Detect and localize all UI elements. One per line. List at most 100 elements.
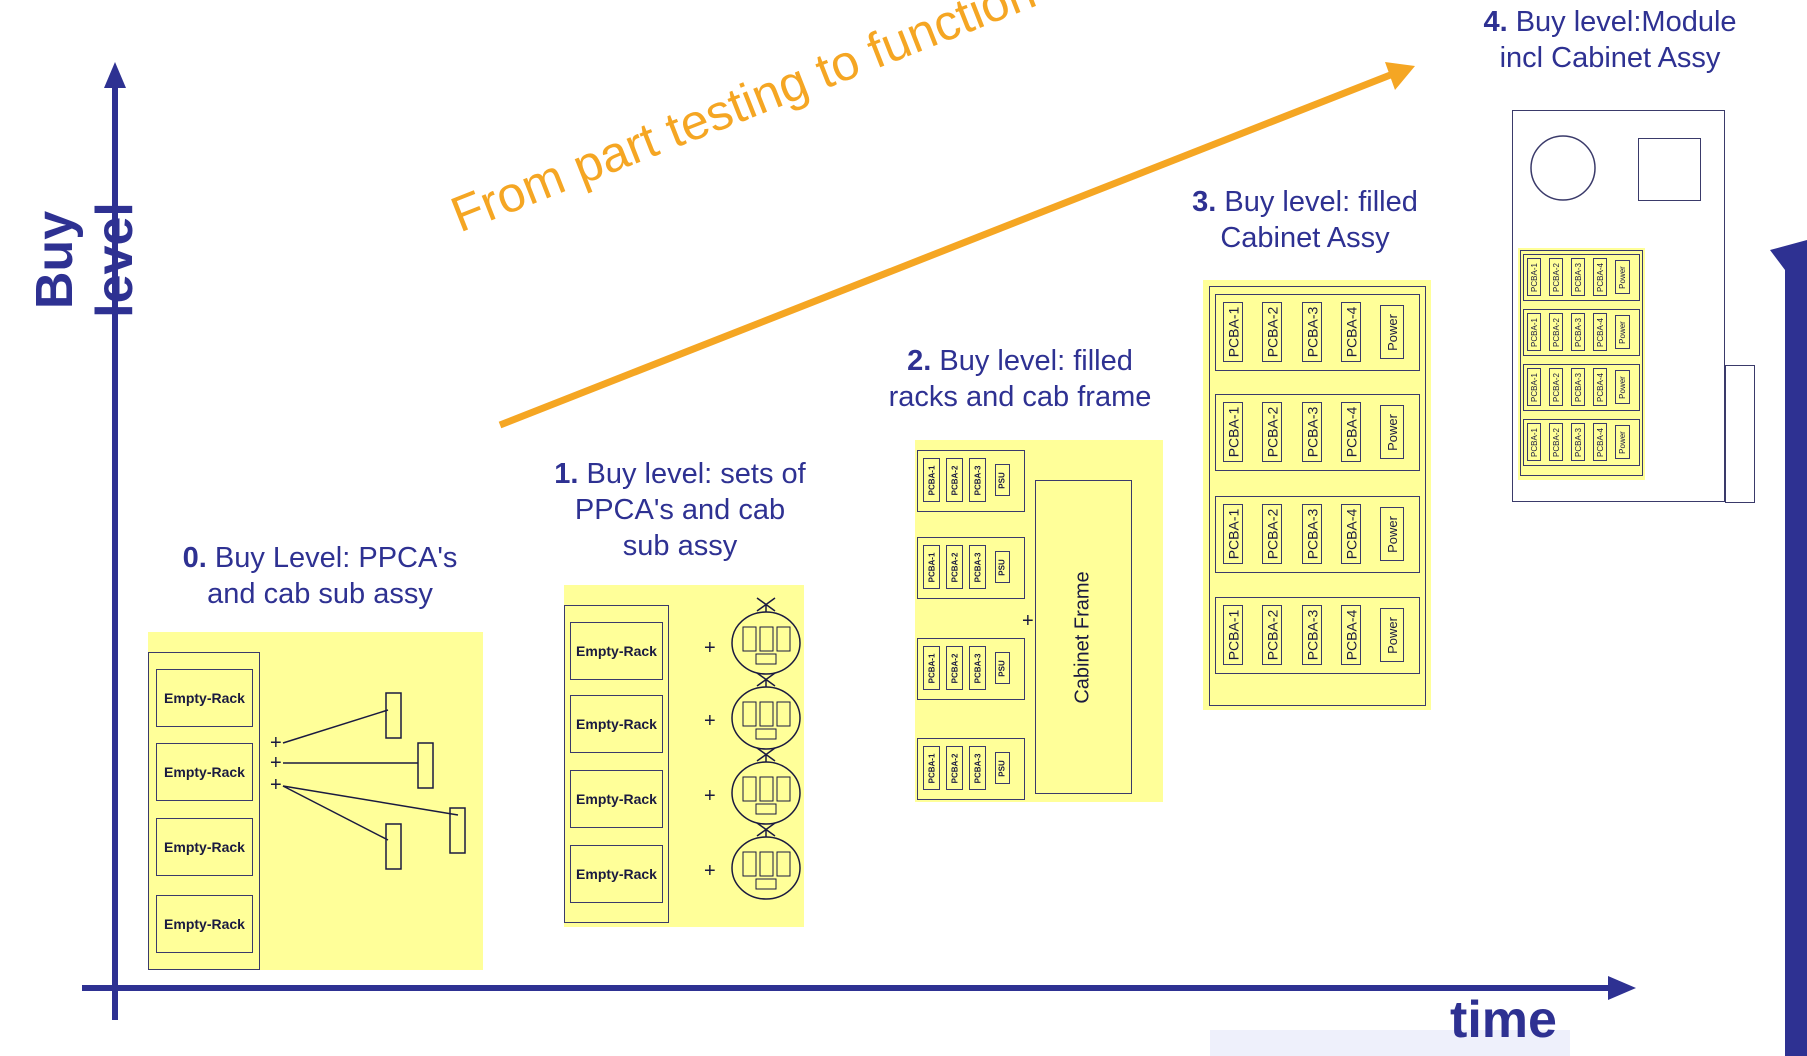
pcba-card: PCBA-1 (1223, 504, 1243, 564)
pcba-card: PCBA-2 (1549, 258, 1563, 296)
pcba-card: PCBA-3 (969, 458, 986, 502)
power-card: Power (1380, 305, 1404, 359)
stage-0-connectors (282, 692, 466, 870)
pcba-card: PCBA-3 (1302, 504, 1322, 564)
psu-card: PSU (995, 551, 1010, 583)
filled-rack (1523, 254, 1640, 301)
pcba-card: PCBA-4 (1593, 423, 1607, 461)
filled-rack (917, 638, 1025, 700)
pcba-card: PCBA-2 (946, 746, 963, 790)
pcba-card: PCBA-4 (1341, 302, 1361, 362)
filled-rack (917, 738, 1025, 800)
stage-2-line2: racks and cab frame (888, 381, 1152, 413)
stage-4-cabinet-outline (1520, 250, 1643, 476)
psu-card: PSU (995, 464, 1010, 496)
pcba-card: PCBA-1 (923, 458, 940, 502)
stage-0-number: 0. (182, 542, 207, 574)
power-card: Power (1380, 507, 1404, 561)
stage-3-label: 3. Buy level: filled Cabinet Assy (1150, 184, 1460, 256)
stage-2-number: 2. (907, 345, 932, 377)
pcba-card: PCBA-3 (969, 545, 986, 589)
power-card: Power (1380, 608, 1404, 662)
stage-0-line2: and cab sub assy (207, 578, 433, 610)
stage-4-line1: Buy level:Module (1515, 6, 1737, 38)
module-outline (1512, 110, 1725, 502)
plus-sign: + (704, 860, 716, 882)
empty-rack: Empty-Rack (570, 695, 663, 753)
filled-rack (1523, 419, 1640, 466)
stage-2-line1: Buy level: filled (939, 345, 1133, 377)
x-axis-label: time (1450, 991, 1557, 1049)
power-card: Power (1380, 405, 1404, 459)
plus-sign: + (270, 732, 282, 754)
bag-of-pcbas-icon (731, 597, 801, 900)
stage-1-box: Empty-Rack Empty-Rack Empty-Rack Empty-R… (564, 585, 804, 927)
pcba-card: PCBA-2 (1262, 302, 1282, 362)
filled-rack (1523, 309, 1640, 356)
stage-1-label: 1. Buy level: sets of PPCA's and cab sub… (490, 456, 870, 564)
pcba-card: PCBA-2 (1549, 423, 1563, 461)
pcba-card: PCBA-4 (1341, 605, 1361, 665)
pcba-card: PCBA-2 (946, 545, 963, 589)
plus-sign: + (704, 710, 716, 732)
empty-rack: Empty-Rack (156, 743, 253, 801)
psu-card: PSU (995, 652, 1010, 684)
square-component (1638, 138, 1701, 201)
filled-rack (1523, 364, 1640, 411)
circle-icon (1530, 135, 1596, 201)
pcba-card: PCBA-2 (1262, 504, 1282, 564)
pcba-card: PCBA-2 (946, 458, 963, 502)
stage-0-line1: Buy Level: PPCA's (214, 542, 458, 574)
pcba-card: PCBA-3 (1571, 313, 1585, 351)
plus-sign: + (704, 785, 716, 807)
filled-rack (1215, 294, 1420, 371)
filled-rack (1215, 394, 1420, 471)
stage-4-line2: incl Cabinet Assy (1499, 42, 1721, 74)
empty-rack: Empty-Rack (156, 895, 253, 953)
pcba-card: PCBA-3 (1571, 423, 1585, 461)
psu-card: PSU (995, 752, 1010, 784)
empty-rack: Empty-Rack (570, 622, 663, 680)
stage-4-box: PCBA-1 PCBA-2 PCBA-3 PCBA-4 Power PCBA-1… (1518, 248, 1645, 480)
stage-3-box: PCBA-1 PCBA-2 PCBA-3 PCBA-4 Power PCBA-1… (1203, 280, 1431, 710)
pcba-card: PCBA-3 (969, 746, 986, 790)
pcba-card: PCBA-1 (1527, 423, 1541, 461)
stage-4-number: 4. (1483, 6, 1508, 38)
pcba-card: PCBA-1 (923, 646, 940, 690)
filled-rack (917, 450, 1025, 512)
power-card: Power (1615, 425, 1630, 459)
y-axis-label: Buy level (26, 202, 144, 318)
pcba-card: PCBA-4 (1593, 258, 1607, 296)
stage-1-line2: PPCA's and cab (574, 494, 786, 526)
filled-rack (1215, 496, 1420, 573)
power-card: Power (1615, 260, 1630, 294)
stage-0-label: 0. Buy Level: PPCA's and cab sub assy (130, 540, 510, 612)
stage-2-box: PCBA-1 PCBA-2 PCBA-3 PSU PCBA-1 PCBA-2 P… (915, 440, 1163, 802)
pcba-card: PCBA-1 (923, 545, 940, 589)
pcba-card: PCBA-1 (1527, 258, 1541, 296)
pcba-card: PCBA-1 (923, 746, 940, 790)
pcba-card: PCBA-1 (1527, 313, 1541, 351)
power-card: Power (1615, 315, 1630, 349)
stage-1-line3: sub assy (622, 530, 738, 562)
pcba-card: PCBA-1 (1223, 302, 1243, 362)
stage-3-line1: Buy level: filled (1224, 186, 1418, 218)
stage-2-label: 2. Buy level: filled racks and cab frame (860, 343, 1180, 415)
stage-0-box: Empty-Rack Empty-Rack Empty-Rack Empty-R… (148, 632, 483, 970)
empty-rack: Empty-Rack (156, 818, 253, 876)
pcba-card: PCBA-3 (1302, 302, 1322, 362)
pcba-card: PCBA-3 (1571, 258, 1585, 296)
empty-rack: Empty-Rack (570, 770, 663, 828)
pcba-card: PCBA-4 (1593, 368, 1607, 406)
pcba-card: PCBA-1 (1223, 605, 1243, 665)
pcba-card: PCBA-2 (1262, 402, 1282, 462)
stage-3-cabinet-outline (1209, 286, 1426, 706)
pcba-card: PCBA-3 (1302, 605, 1322, 665)
stage-1-line1: Buy level: sets of (586, 458, 806, 490)
pcba-card: PCBA-2 (1549, 368, 1563, 406)
empty-rack: Empty-Rack (156, 669, 253, 727)
stage-3-number: 3. (1192, 186, 1217, 218)
pcba-card: PCBA-4 (1341, 402, 1361, 462)
pcba-card: PCBA-4 (1341, 504, 1361, 564)
